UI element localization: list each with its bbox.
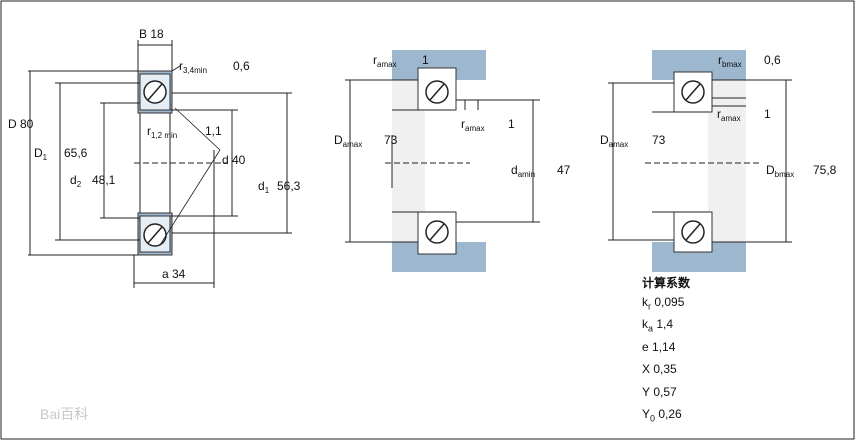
label-Db: Dbmax xyxy=(766,163,794,179)
value-d1: 56,3 xyxy=(277,179,301,193)
factor-value: 1,14 xyxy=(652,339,676,354)
label-ra-right: ramax xyxy=(717,107,741,123)
label-d1: d1 xyxy=(258,179,270,195)
label-ra-mid: ramax xyxy=(461,117,485,133)
value-rb: 0,6 xyxy=(764,53,781,67)
factor-value: 0,35 xyxy=(653,362,677,377)
label-D1: D1 xyxy=(34,146,48,162)
value-Db: 75,8 xyxy=(813,163,837,177)
factor-symbol: Y xyxy=(642,406,651,421)
label-d2: d2 xyxy=(70,173,82,189)
label-D: D 80 xyxy=(8,117,34,131)
factor-value: 0,57 xyxy=(653,384,677,399)
label-rb: rbmax xyxy=(718,53,742,69)
value-Da: 73 xyxy=(384,133,398,147)
value-ra-top: 1 xyxy=(422,53,429,67)
value-d2: 48,1 xyxy=(92,173,116,187)
label-Da: Damax xyxy=(334,133,362,149)
value-D1: 65,6 xyxy=(64,146,88,160)
factors-title: 计算系数 xyxy=(642,276,691,290)
factor-value: 0,26 xyxy=(658,406,682,421)
factor-subscript: r xyxy=(648,301,651,312)
value-Da-right: 73 xyxy=(652,133,666,147)
factor-subscript: a xyxy=(648,323,654,334)
value-r34: 0,6 xyxy=(233,59,250,73)
label-da: damin xyxy=(511,163,535,179)
factor-row: Y 0,57 xyxy=(642,383,690,405)
shaft-middle-labels: ramax 1 Damax 73 ramax 1 damin 47 xyxy=(334,53,571,179)
factor-symbol: k xyxy=(642,295,648,309)
factor-subscript: 0 xyxy=(650,413,656,424)
shaft-section-middle xyxy=(345,50,540,272)
label-r12: r1,2 min xyxy=(147,124,177,140)
value-ra-mid: 1 xyxy=(508,117,515,131)
bearing-left-labels: B 18 r3,4min 0,6 D 80 D1 65,6 d2 48,1 r1… xyxy=(8,27,301,281)
label-Da-right: Damax xyxy=(600,133,628,149)
label-a: a 34 xyxy=(162,267,186,281)
housing-section-right xyxy=(608,50,792,272)
label-r34: r3,4min xyxy=(179,59,207,75)
housing-right-labels: rbmax 0,6 ramax 1 Damax 73 Dbmax 75,8 xyxy=(600,53,837,179)
label-d: d 40 xyxy=(222,153,246,167)
watermark: Bai百科 xyxy=(40,406,89,422)
factor-value: 1,4 xyxy=(656,317,674,332)
factor-row: Y0 0,26 xyxy=(642,405,690,427)
label-ra-top: ramax xyxy=(373,53,397,69)
factor-symbol: X xyxy=(642,362,651,377)
value-ra-right: 1 xyxy=(764,107,771,121)
factor-symbol: Y xyxy=(642,384,651,399)
factor-row: ka 1,4 xyxy=(642,315,690,337)
value-da: 47 xyxy=(557,163,571,177)
value-r12: 1,1 xyxy=(205,124,222,138)
factor-symbol: k xyxy=(642,317,648,332)
factor-value: 0,095 xyxy=(654,295,685,309)
label-B: B 18 xyxy=(139,27,164,41)
bearing-section-left xyxy=(28,40,292,288)
factor-row: e 1,14 xyxy=(642,338,690,360)
factor-row: X 0,35 xyxy=(642,360,690,382)
factor-symbol: e xyxy=(642,339,649,354)
factor-row: kr 0,095 xyxy=(642,293,690,315)
